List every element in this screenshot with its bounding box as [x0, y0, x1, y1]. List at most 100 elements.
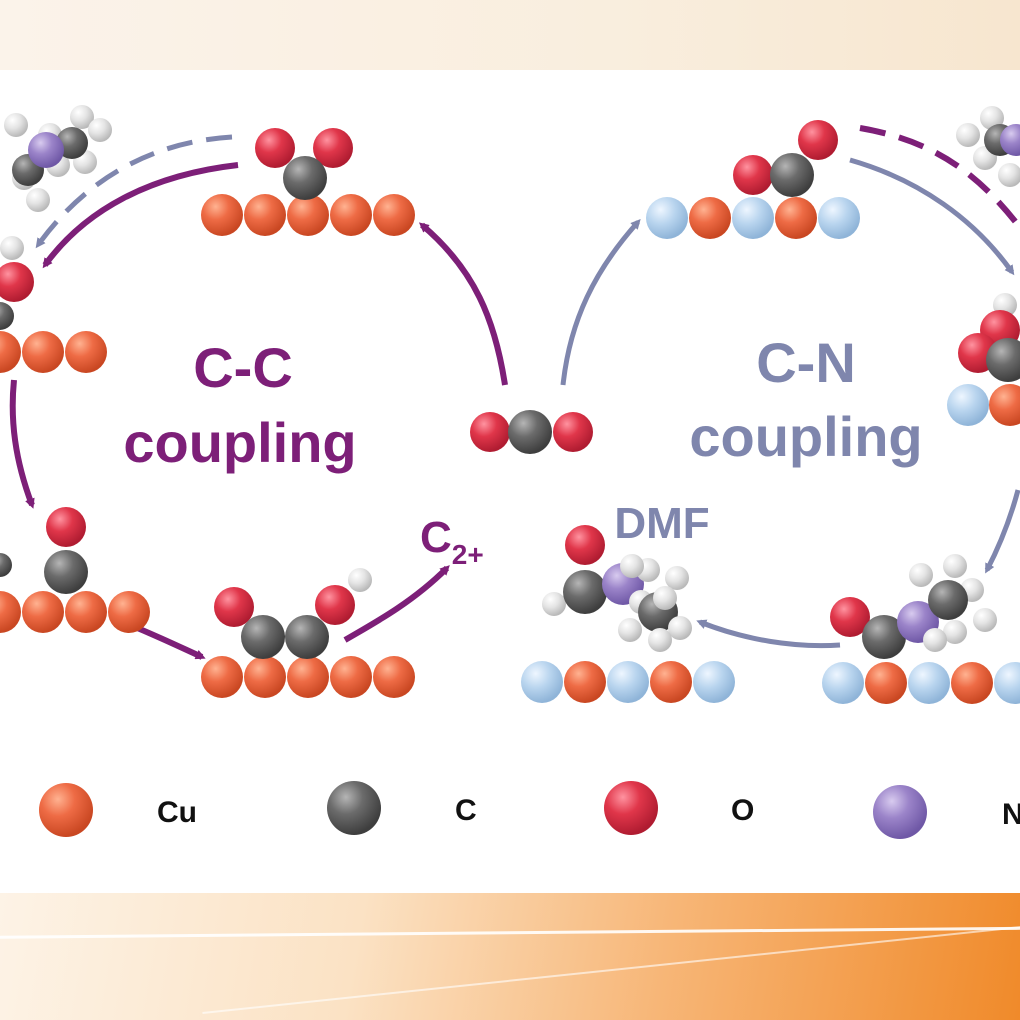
arrow	[984, 489, 1020, 574]
c2-subscript: 2+	[452, 539, 484, 570]
hydrogen-atom	[648, 628, 672, 652]
carbon-atom	[563, 570, 607, 614]
nitrogen-atom	[873, 785, 927, 839]
hydrogen-atom	[923, 628, 947, 652]
carbon-atom	[0, 553, 12, 577]
cu-atom	[201, 194, 243, 236]
carbon-atom	[508, 410, 552, 454]
dashed-arrow	[859, 125, 1020, 227]
substrate-atom	[693, 661, 735, 703]
cn-coupling-subtitle: coupling	[689, 405, 922, 468]
oxygen-atom	[470, 412, 510, 452]
cu-atom	[0, 591, 21, 633]
oxygen-atom	[553, 412, 593, 452]
hydrogen-atom	[542, 592, 566, 616]
cc-coupling-title: C-C	[193, 336, 293, 399]
hydrogen-atom	[973, 608, 997, 632]
cu-atom	[22, 331, 64, 373]
oxygen-atom	[313, 128, 353, 168]
arrow	[9, 379, 35, 509]
cu-atom	[373, 656, 415, 698]
legend-label-cu: Cu	[157, 796, 197, 829]
legend-label-c: C	[455, 794, 477, 827]
oxygen-atom	[830, 597, 870, 637]
c2-product-label: C2+	[420, 513, 484, 570]
hydrogen-atom	[943, 620, 967, 644]
arrow	[696, 619, 841, 649]
hydrogen-atom	[618, 618, 642, 642]
legend-label-n: N	[1002, 798, 1020, 831]
carbon-atom	[770, 153, 814, 197]
cu-atom	[201, 656, 243, 698]
oxygen-atom	[604, 781, 658, 835]
cu-atom	[564, 661, 606, 703]
substrate-atom	[521, 661, 563, 703]
cu-atom	[689, 197, 731, 239]
oxygen-atom	[565, 525, 605, 565]
oxygen-atom	[798, 120, 838, 160]
cu-atom	[22, 591, 64, 633]
cu-atom	[951, 662, 993, 704]
arrow	[560, 219, 641, 386]
cu-atom	[287, 656, 329, 698]
carbon-atom	[327, 781, 381, 835]
oxygen-atom	[0, 262, 34, 302]
cu-atom	[865, 662, 907, 704]
arrow	[849, 157, 1015, 276]
carbon-atom	[283, 156, 327, 200]
hydrogen-atom	[0, 236, 24, 260]
cu-atom	[65, 591, 107, 633]
oxygen-atom	[255, 128, 295, 168]
cc-cycle-arrows	[9, 125, 1020, 660]
hydrogen-atom	[998, 163, 1020, 187]
arrow	[343, 565, 450, 643]
substrate-atom	[947, 384, 989, 426]
cu-atom	[65, 331, 107, 373]
substrate-atom	[994, 662, 1020, 704]
substrate-atom	[908, 662, 950, 704]
cu-atom	[989, 384, 1020, 426]
cu-atom	[330, 656, 372, 698]
arrow	[42, 162, 239, 269]
legend-label-o: O	[731, 794, 755, 827]
bottom-background-band	[0, 893, 1020, 1020]
carbon-atom	[0, 302, 14, 330]
top-background-band	[0, 0, 1020, 70]
hydrogen-atom	[26, 188, 50, 212]
carbon-atom	[862, 615, 906, 659]
carbon-atom	[56, 127, 88, 159]
substrate-atom	[818, 197, 860, 239]
oxygen-atom	[46, 507, 86, 547]
molecular-models	[0, 105, 1020, 839]
cu-atom	[775, 197, 817, 239]
hydrogen-atom	[70, 105, 94, 129]
oxygen-atom	[214, 587, 254, 627]
dashed-arrow	[35, 134, 233, 249]
carbon-atom	[285, 615, 329, 659]
hydrogen-atom	[980, 106, 1004, 130]
oxygen-atom	[315, 585, 355, 625]
hydrogen-atom	[88, 118, 112, 142]
dmf-label: DMF	[614, 499, 709, 548]
cc-coupling-subtitle: coupling	[123, 411, 356, 474]
substrate-atom	[607, 661, 649, 703]
cu-atom	[39, 783, 93, 837]
substrate-atom	[822, 662, 864, 704]
hydrogen-atom	[956, 123, 980, 147]
carbon-atom	[44, 550, 88, 594]
cu-atom	[650, 661, 692, 703]
hydrogen-atom	[943, 554, 967, 578]
cu-atom	[244, 656, 286, 698]
cu-atom	[287, 194, 329, 236]
arrow	[128, 622, 206, 660]
cu-atom	[330, 194, 372, 236]
arrow	[418, 222, 508, 386]
hydrogen-atom	[653, 586, 677, 610]
hydrogen-atom	[348, 568, 372, 592]
carbon-atom	[241, 615, 285, 659]
substrate-atom	[732, 197, 774, 239]
nitrogen-atom	[28, 132, 64, 168]
hydrogen-atom	[665, 566, 689, 590]
hydrogen-atom	[4, 113, 28, 137]
